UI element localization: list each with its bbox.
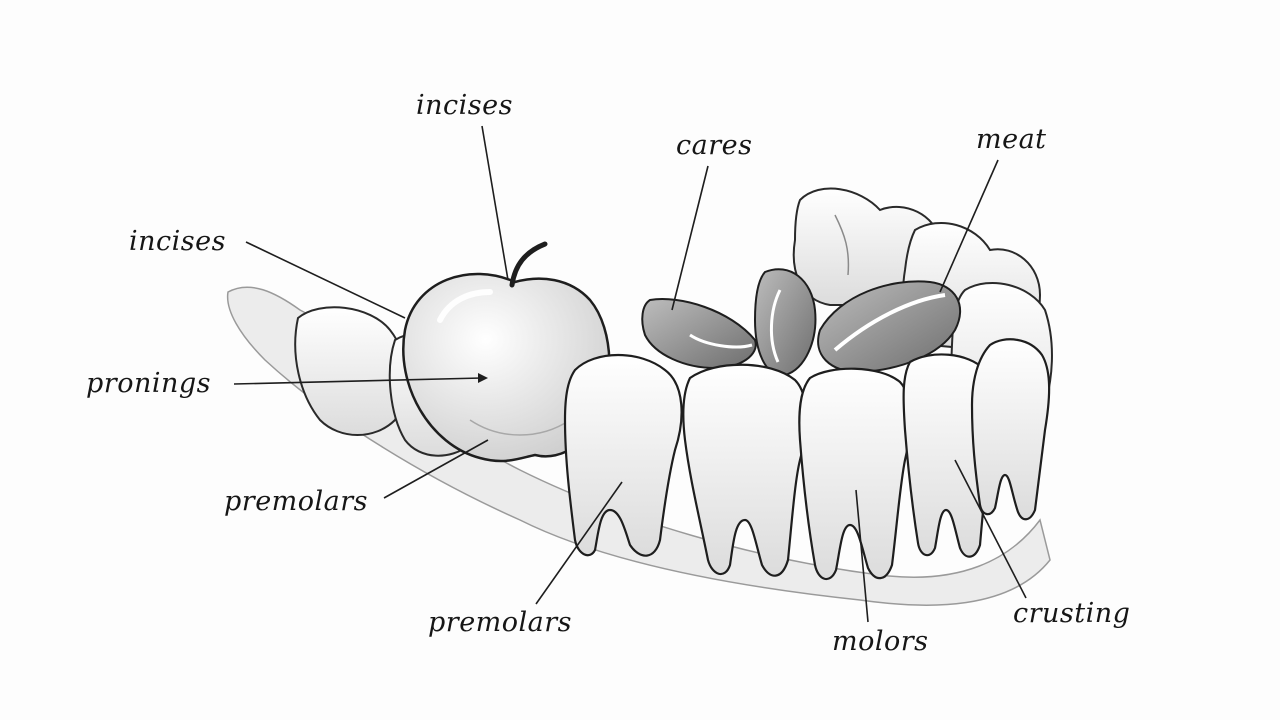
pronings-arrowhead [478,373,488,383]
leader-premolars-left [383,439,489,499]
label-meat: meat [976,124,1047,155]
meat-piece [817,280,961,374]
nut-slice-left [641,298,757,370]
label-incises-left: incises [129,226,226,257]
label-incises-top: incises [416,90,513,121]
incisor-left-1 [294,306,407,436]
label-premolars-bottom: premolars [428,607,573,638]
leader-molors [855,489,869,623]
label-molors: molors [832,626,929,657]
premolar-front-1 [563,354,683,557]
molar-front-3 [970,338,1051,521]
leader-cares [671,165,709,311]
nut-slice-middle [753,268,817,377]
leader-incises-top [481,125,509,281]
label-cares: cares [676,130,753,161]
leader-crusting [954,459,1027,599]
label-pronings: pronings [86,368,211,399]
apple-illustration [402,241,611,463]
leader-pronings [233,377,483,385]
leader-lines [233,125,1027,623]
label-crusting: crusting [1013,598,1131,629]
leader-premolars-bottom [535,481,623,605]
molar-front-1 [798,367,912,581]
leader-meat [939,159,999,293]
label-premolars-left: premolars [224,486,369,517]
leader-incises-left [245,241,406,319]
